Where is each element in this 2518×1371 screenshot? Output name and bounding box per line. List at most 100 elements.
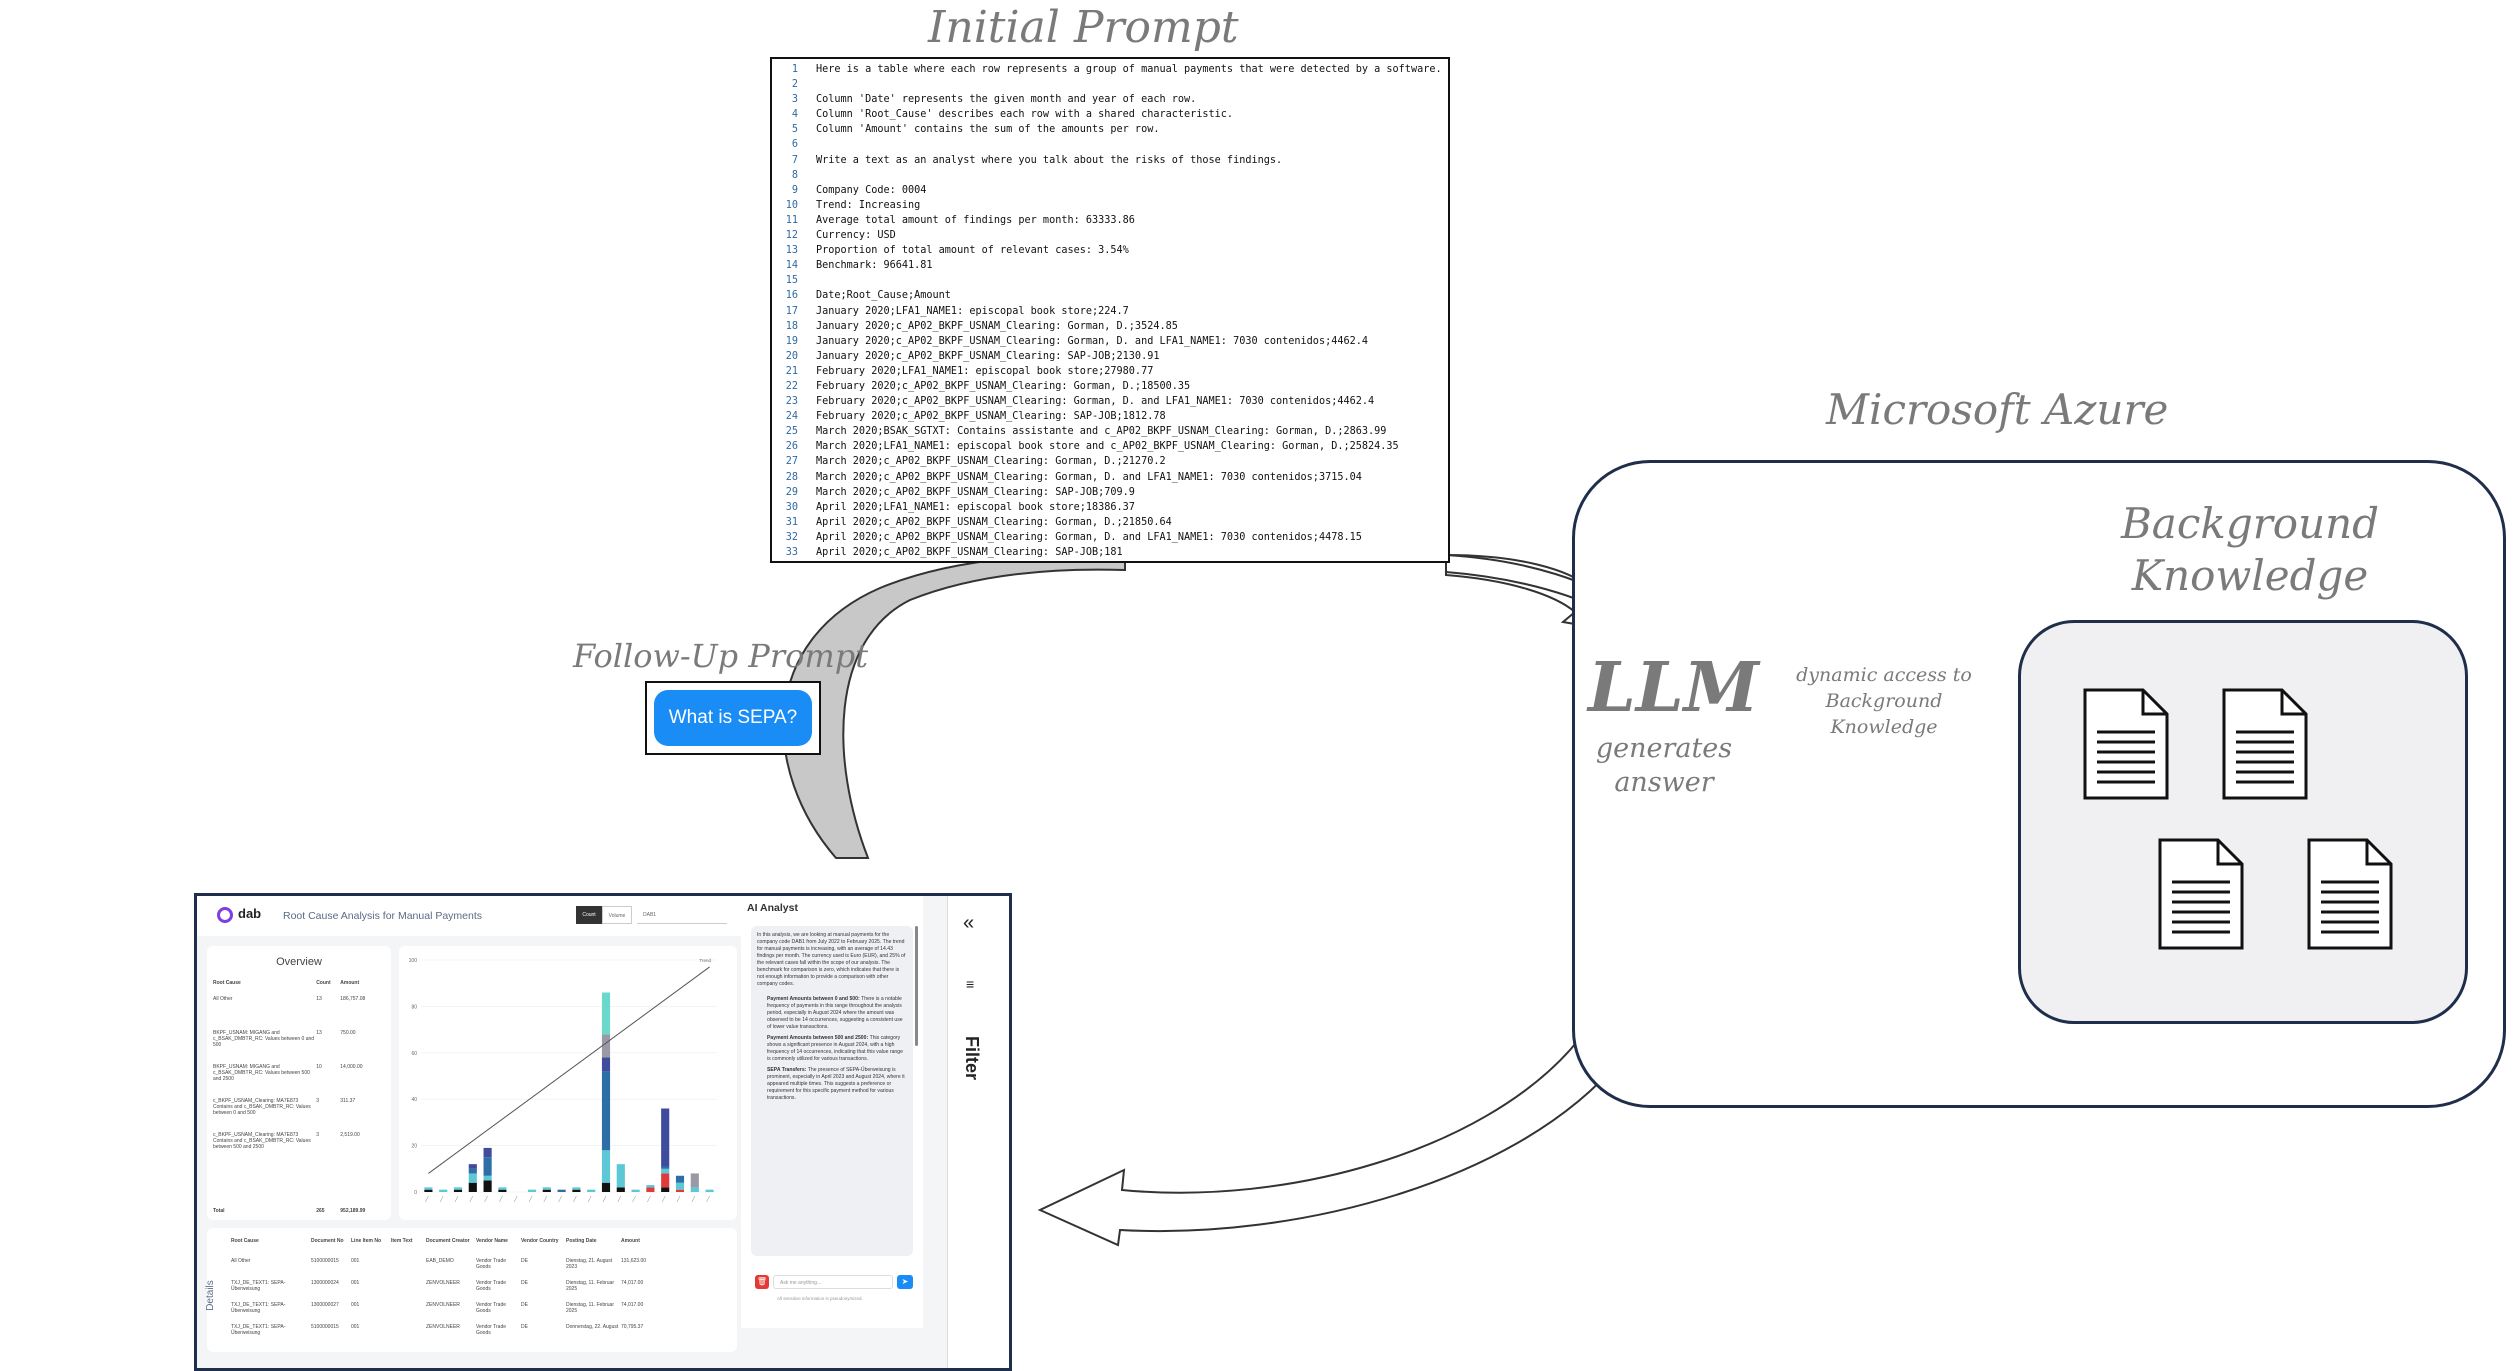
x-tick-mark [499,1195,503,1203]
line-number: 5 [791,124,798,136]
bar-segment [690,1173,699,1188]
line-number: 30 [785,501,798,513]
line-number: 3 [791,94,798,106]
llm-label: LLM [1588,648,1759,728]
table-cell: DE [521,1302,528,1308]
collapse-icon[interactable]: « [963,912,975,934]
bar-segment [601,992,611,1035]
table-cell: ZENVOLNEER [426,1324,460,1330]
x-tick-mark [602,1195,607,1203]
document-icon [2307,838,2393,950]
background-knowledge-title: Background Knowledge [2120,499,2380,600]
ai-send-button[interactable]: ➤ [897,1275,913,1289]
table-cell: EAB_DEMO [426,1258,454,1264]
table-cell: BKPF_USNAM: MIGANG and c_BSAK_DMBTR_RC: … [213,1064,310,1082]
table-cell: DE [521,1324,528,1330]
table-cell: Dienstag, 11. Februar 2025 [566,1302,614,1314]
line-text: January 2020;c_AP02_BKPF_USNAM_Clearing:… [816,335,1369,347]
line-number: 18 [785,320,798,332]
table-cell: 265 [316,1208,325,1214]
bar-segment [661,1173,670,1188]
generates-answer-label: generates answer [1595,733,1733,798]
line-number: 8 [791,169,798,181]
filter-icon[interactable]: ≡ [966,976,975,992]
line-text: March 2020;c_AP02_BKPF_USNAM_Clearing: G… [816,456,1166,468]
line-text: February 2020;c_AP02_BKPF_USNAM_Clearing… [816,380,1191,392]
line-text: February 2020;LFA1_NAME1: episcopal book… [816,365,1154,377]
document-icon [2158,838,2244,950]
table-cell: Amount [621,1238,640,1244]
ai-scrollbar[interactable] [915,926,918,1046]
toggle-count[interactable]: Count [576,906,602,924]
line-text: Trend: Increasing [816,199,921,211]
table-cell: 70,795.37 [621,1324,644,1330]
table-cell: 13 [316,1030,322,1036]
dashboard-screenshot: dab Root Cause Analysis for Manual Payme… [194,893,1012,1371]
table-cell: ZENVOLNEER [426,1302,460,1308]
line-text: January 2020;c_AP02_BKPF_USNAM_Clearing:… [816,350,1160,362]
line-number: 4 [791,109,798,121]
bar-segment [542,1189,551,1192]
line-number: 2 [791,79,798,91]
table-cell: Item Text [391,1238,413,1244]
bar-segment [453,1187,463,1190]
bar-segment [542,1187,551,1190]
ai-clear-button[interactable]: 🗑 [755,1275,769,1289]
table-cell: Vendor Trade Goods [476,1258,507,1270]
table-cell: ZENVOLNEER [426,1280,460,1286]
chart-legend: Trend [699,958,711,963]
table-cell: All Other [231,1258,251,1264]
prompt-line: 27 March 2020;c_AP02_BKPF_USNAM_Clearing:… [776,454,1448,469]
document-icon [2083,688,2169,800]
y-tick-label: 40 [411,1097,417,1103]
bar-segment [557,1189,566,1192]
bar-segment [601,1034,611,1058]
prompt-line: 15 [776,273,1448,288]
line-text: March 2020;c_AP02_BKPF_USNAM_Clearing: S… [816,486,1135,498]
line-text: February 2020;c_AP02_BKPF_USNAM_Clearing… [816,396,1375,408]
x-tick-mark [676,1195,681,1203]
toggle-volume[interactable]: Volume [602,906,632,924]
ai-input[interactable]: Ask me anything... [773,1275,893,1289]
bar-segment [468,1182,477,1192]
table-cell: TXJ_DE_TEXT1: SEPA-Überweisung [231,1324,286,1336]
bar-segment [646,1185,655,1188]
line-text: Benchmark: 96641.81 [816,260,933,272]
line-text: Proportion of total amount of relevant c… [816,245,1129,257]
bar-segment [483,1147,492,1158]
line-number: 21 [785,365,798,377]
x-tick-mark [587,1195,592,1203]
bar-segment [601,1057,611,1072]
y-tick-label: 0 [414,1190,417,1196]
line-number: 27 [785,456,798,468]
bar-segment [601,1150,611,1183]
bar-segment [631,1189,640,1192]
bar-segment [661,1168,670,1174]
table-cell: Donnerstag, 22. August [566,1324,619,1330]
table-cell: Vendor Trade Goods [476,1324,507,1336]
line-number: 6 [791,139,798,151]
table-cell: 3 [316,1132,319,1138]
follow-up-prompt-title: Follow-Up Prompt [573,637,869,675]
company-select[interactable]: DAB1 [637,906,727,924]
y-tick-label: 100 [409,958,418,964]
x-tick-mark [617,1195,622,1203]
x-tick-mark [484,1195,488,1203]
line-number: 13 [785,245,798,257]
ai-intro: In this analysis, we are looking at manu… [757,932,906,987]
table-cell: 13 [316,996,322,1002]
